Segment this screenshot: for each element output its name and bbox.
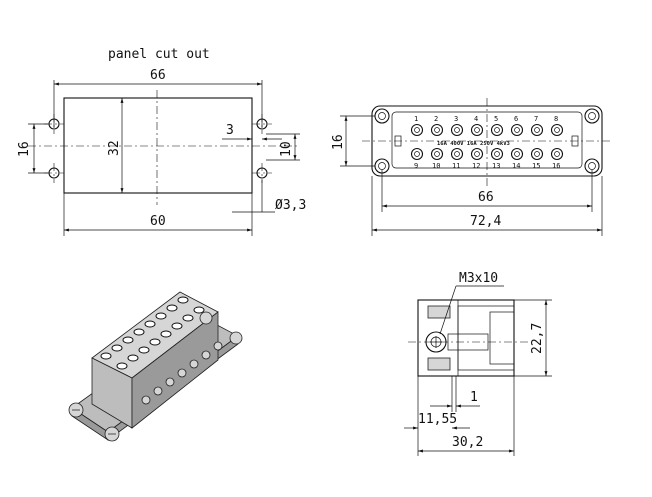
- contact-number: 14: [512, 162, 520, 170]
- contact-number: 9: [414, 162, 418, 170]
- contact: [530, 123, 544, 137]
- contact-row-bottom: [410, 147, 564, 161]
- contact: [450, 147, 464, 161]
- contact: [490, 123, 504, 137]
- contact-number: 16: [552, 162, 560, 170]
- mounting-hole: [252, 163, 272, 183]
- panel-title: panel cut out: [108, 47, 210, 62]
- iso-screw: [199, 311, 213, 325]
- contact: [490, 147, 504, 161]
- contact: [410, 123, 424, 137]
- contact: [470, 147, 484, 161]
- contact-number: 10: [432, 162, 440, 170]
- panel-cutout-view: panel cut out 66: [17, 47, 306, 236]
- side-view: M3x10 22,7 1 11,55 30,2: [404, 271, 552, 456]
- panel-dim-60: 60: [150, 214, 166, 229]
- iso-screw: [229, 331, 243, 345]
- contact-number: 6: [514, 115, 518, 123]
- panel-dim-66: 66: [150, 68, 166, 83]
- panel-dim-diameter: Ø3,3: [275, 198, 306, 213]
- contact: [510, 123, 524, 137]
- cutout-rectangle: [63, 97, 253, 194]
- contact-number: 12: [472, 162, 480, 170]
- mounting-hole: [252, 114, 272, 134]
- corner-screw: [374, 108, 390, 124]
- contact: [550, 147, 564, 161]
- contact: [550, 123, 564, 137]
- panel-dim-16: 16: [17, 141, 32, 157]
- panel-dim-32: 32: [107, 140, 122, 156]
- screw-leader: [439, 285, 457, 335]
- side-dim-227: 22,7: [530, 323, 545, 354]
- contact-number: 3: [454, 115, 458, 123]
- front-dim-724: 72,4: [470, 214, 501, 229]
- side-dim-1: 1: [470, 390, 478, 405]
- iso-screw: [68, 402, 84, 418]
- side-screw-label: M3x10: [459, 271, 498, 286]
- contact-number: 2: [434, 115, 438, 123]
- contact-number: 15: [532, 162, 540, 170]
- iso-terminals: [141, 341, 223, 405]
- iso-contacts: [100, 296, 205, 370]
- panel-dim-3: 3: [226, 123, 234, 138]
- contact-number: 4: [474, 115, 478, 123]
- side-dim-302: 30,2: [452, 435, 483, 450]
- contact-number: 5: [494, 115, 498, 123]
- contact: [410, 147, 424, 161]
- contact-number: 7: [534, 115, 538, 123]
- corner-screw: [584, 108, 600, 124]
- contact-number: 1: [414, 115, 418, 123]
- contact-number: 11: [452, 162, 460, 170]
- contact-number: 13: [492, 162, 500, 170]
- contact: [430, 147, 444, 161]
- isometric-view: [68, 291, 243, 442]
- front-view: 1 2 3 4 5 6 7 8 9 10 11 12 13 14 15 16 1…: [331, 98, 612, 236]
- side-dim-1155: 11,55: [418, 412, 457, 427]
- contact: [430, 123, 444, 137]
- front-dim-66: 66: [478, 190, 494, 205]
- contact: [530, 147, 544, 161]
- iso-screw: [104, 426, 120, 442]
- contact-number: 8: [554, 115, 558, 123]
- rating-text: 16A 400V 16A 250V 4kV3: [437, 141, 510, 147]
- contact: [510, 147, 524, 161]
- contact: [450, 123, 464, 137]
- panel-dim-10: 10: [279, 141, 294, 157]
- front-dim-16: 16: [331, 134, 346, 150]
- contact-row-top: [410, 123, 564, 137]
- contact: [470, 123, 484, 137]
